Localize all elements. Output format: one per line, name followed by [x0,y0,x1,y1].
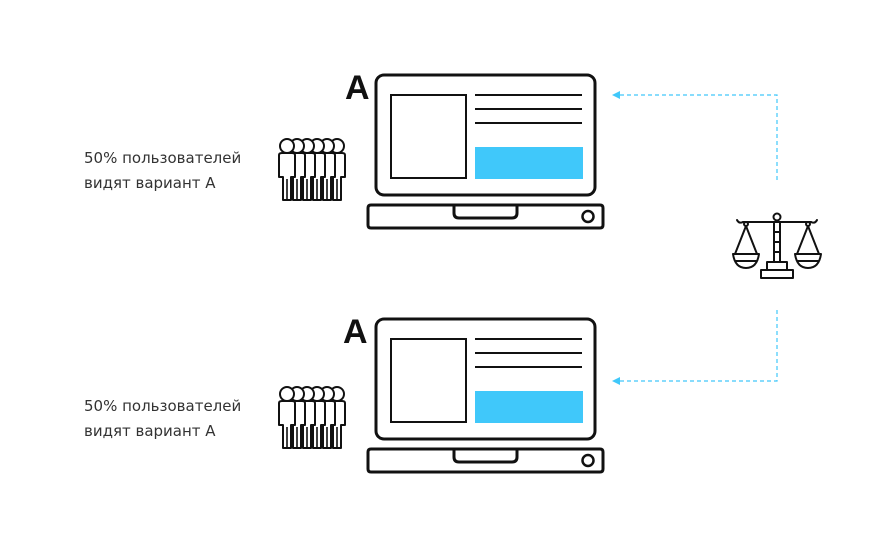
users-group-icon [279,139,345,200]
arrow-head-icon [612,377,620,385]
variant-group-bottom: 50% пользователей видят вариант А A [84,313,605,474]
users-group-icon [279,387,345,448]
variant-letter: A [343,313,368,351]
group-label-line1: 50% пользователей [84,149,241,167]
scales-icon [732,212,822,279]
group-label-line1: 50% пользователей [84,397,241,415]
connector-top [612,91,778,180]
variant-letter: A [345,69,370,107]
arrow-head-icon [612,91,620,99]
laptop-icon [366,317,605,474]
group-label-line2: видят вариант А [84,174,216,192]
group-label-line2: видят вариант А [84,422,216,440]
connector-bottom [612,310,778,385]
variant-group-top: 50% пользователей видят вариант А A [84,69,605,230]
laptop-icon [366,73,605,230]
